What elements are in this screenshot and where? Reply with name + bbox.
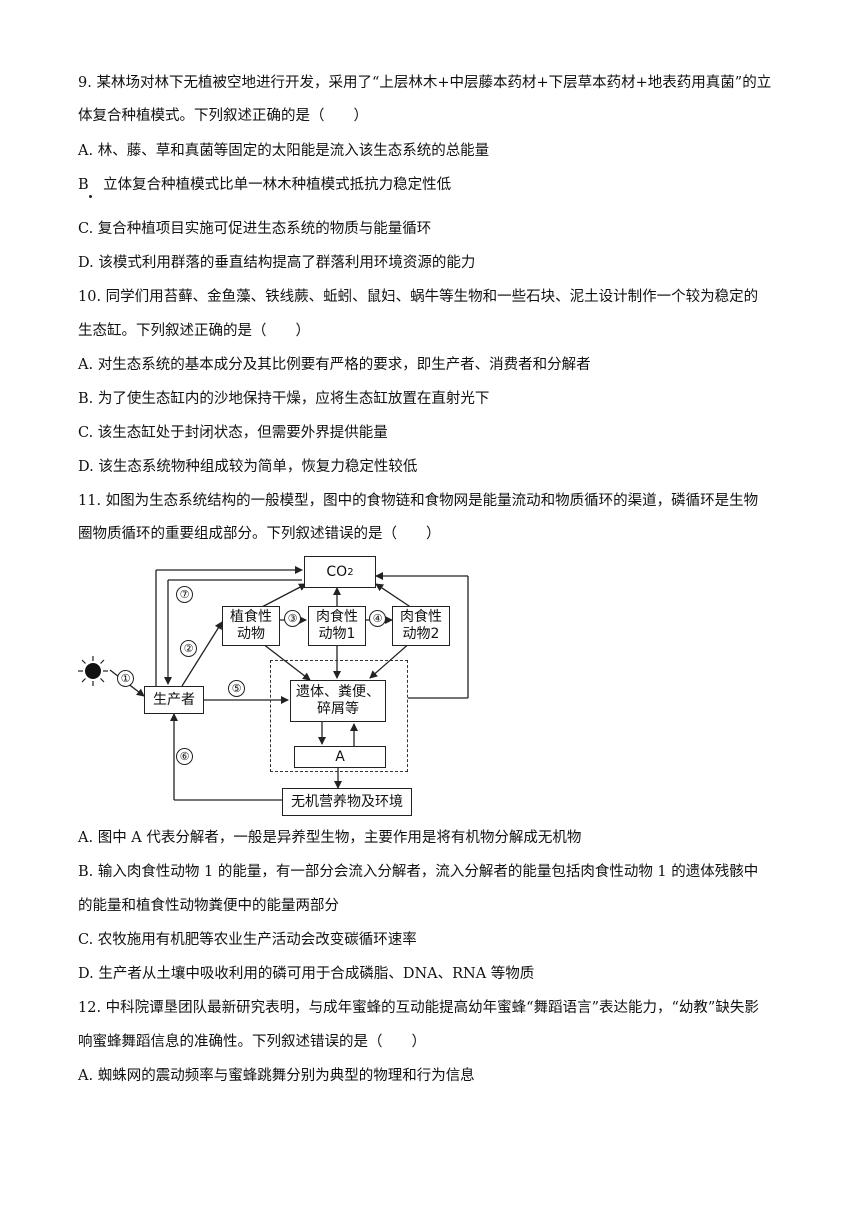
- carnivore1-label-line2: 动物1: [318, 626, 356, 642]
- carnivore1-box: 肉食性 动物1: [308, 606, 366, 646]
- diagram-arrows: [109, 566, 469, 801]
- q9-stem-line2: 体复合种植模式。下列叙述正确的是（ ）: [78, 108, 368, 124]
- carnivore2-label-line2: 动物2: [402, 626, 440, 642]
- decomposer-dashed-frame: [270, 660, 408, 772]
- label-3: ③: [284, 610, 301, 627]
- decomposer-a-label: A: [335, 748, 345, 765]
- label-2: ②: [180, 640, 197, 657]
- q12-stem-line1: 12. 中科院谭垦团队最新研究表明，与成年蜜蜂的互动能提高幼年蜜蜂“舞蹈语言”表…: [78, 1000, 759, 1016]
- q10-stem-line1: 10. 同学们用苔藓、金鱼藻、铁线蕨、蚯蚓、鼠妇、蜗牛等生物和一些石块、泥土设计…: [78, 289, 759, 305]
- q11-option-c: C. 农牧施用有机肥等农业生产活动会改变碳循环速率: [78, 932, 417, 948]
- carnivore2-box: 肉食性 动物2: [392, 606, 450, 646]
- remains-label-line1: 遗体、粪便、: [296, 684, 380, 700]
- remains-label-line2: 碎屑等: [317, 701, 359, 717]
- co2-label: CO: [326, 563, 348, 580]
- environment-label: 无机营养物及环境: [291, 793, 403, 810]
- co2-subscript: 2: [347, 566, 354, 578]
- q9-option-d: D. 该模式利用群落的垂直结构提高了群落利用环境资源的能力: [78, 255, 476, 271]
- herbivore-label-line1: 植食性: [230, 609, 272, 625]
- label-7: ⑦: [176, 586, 193, 603]
- q11-option-b-line1: B. 输入肉食性动物 1 的能量，有一部分会流入分解者，流入分解者的能量包括肉食…: [78, 864, 759, 880]
- q10-stem-line2: 生态缸。下列叙述正确的是（ ）: [78, 323, 310, 339]
- q10-option-b: B. 为了使生态缸内的沙地保持干燥，应将生态缸放置在直射光下: [78, 391, 490, 407]
- carnivore1-label-line1: 肉食性: [316, 609, 358, 625]
- q11-option-a: A. 图中 A 代表分解者，一般是异养型生物，主要作用是将有机物分解成无机物: [78, 830, 582, 846]
- q9-option-c: C. 复合种植项目实施可促进生态系统的物质与能量循环: [78, 221, 432, 237]
- label-5: ⑤: [228, 680, 245, 697]
- q10-option-c: C. 该生态缸处于封闭状态，但需要外界提供能量: [78, 425, 388, 441]
- sun-icon: [78, 656, 108, 686]
- stray-dot: [89, 195, 92, 198]
- q9-stem-line1: 9. 某林场对林下无植被空地进行开发，采用了“上层林木+中层藤本药材+下层草本药…: [78, 75, 772, 91]
- environment-box: 无机营养物及环境: [282, 788, 412, 816]
- label-4: ④: [369, 610, 386, 627]
- label-6: ⑥: [176, 748, 193, 765]
- q12-stem-line2: 响蜜蜂舞蹈信息的准确性。下列叙述错误的是（ ）: [78, 1034, 426, 1050]
- remains-box: 遗体、粪便、 碎屑等: [290, 680, 386, 722]
- herbivore-label-line2: 动物: [237, 626, 265, 642]
- herbivore-box: 植食性 动物: [222, 606, 280, 646]
- q10-option-a: A. 对生态系统的基本成分及其比例要有严格的要求，即生产者、消费者和分解者: [78, 357, 591, 373]
- q11-stem-line1: 11. 如图为生态系统结构的一般模型，图中的食物链和食物网是能量流动和物质循环的…: [78, 493, 759, 509]
- q9-option-b: B 立体复合种植模式比单一林木种植模式抵抗力稳定性低: [78, 177, 452, 193]
- decomposer-a-box: A: [294, 746, 386, 768]
- q11-option-b-line2: 的能量和植食性动物粪便中的能量两部分: [78, 898, 339, 914]
- carnivore2-label-line1: 肉食性: [400, 609, 442, 625]
- q12-option-a: A. 蜘蛛网的震动频率与蜜蜂跳舞分别为典型的物理和行为信息: [78, 1068, 475, 1084]
- q9-option-a: A. 林、藤、草和真菌等固定的太阳能是流入该生态系统的总能量: [78, 143, 490, 159]
- label-1: ①: [117, 670, 134, 687]
- producer-box: 生产者: [144, 686, 204, 714]
- q11-stem-line2: 圈物质循环的重要组成部分。下列叙述错误的是（ ）: [78, 526, 441, 542]
- q11-option-d: D. 生产者从土壤中吸收利用的磷可用于合成磷脂、DNA、RNA 等物质: [78, 966, 535, 982]
- q10-option-d: D. 该生态系统物种组成较为简单，恢复力稳定性较低: [78, 459, 418, 475]
- producer-label: 生产者: [153, 691, 195, 708]
